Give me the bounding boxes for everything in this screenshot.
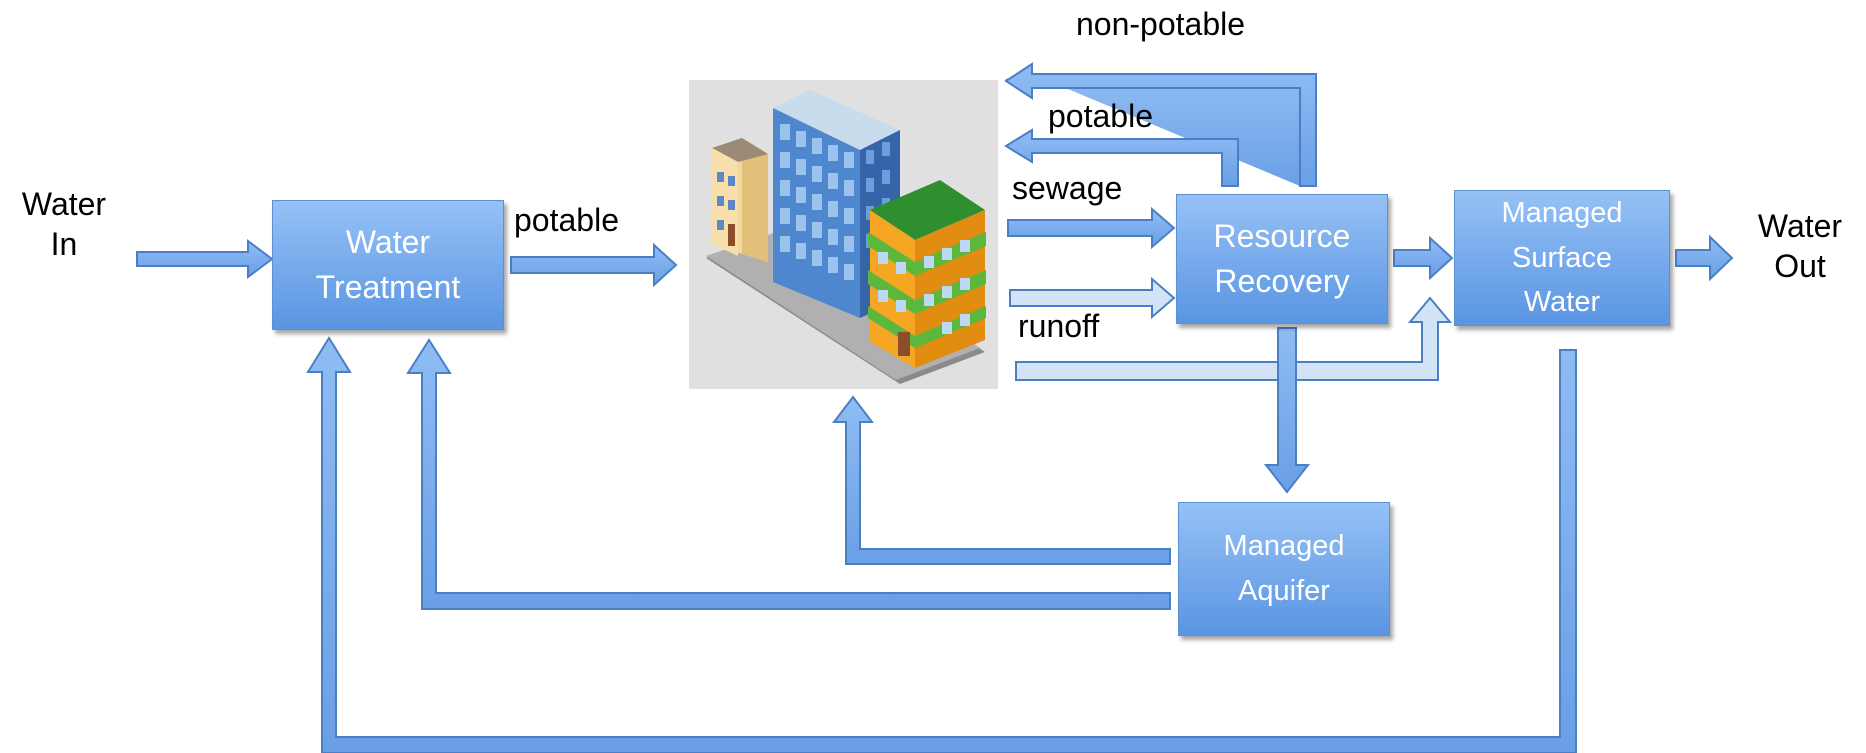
potable-return-label: potable [1048, 98, 1153, 134]
arrow-runoff-to-recovery [1009, 276, 1176, 320]
arrow-non-potable-shaft [1004, 62, 1317, 187]
sewage-label: sewage [1012, 170, 1123, 206]
arrow-potable-to-buildings [510, 242, 678, 288]
water-treatment-label: Water Treatment [315, 224, 461, 305]
arrow-surface-water-to-treatment [306, 336, 1577, 753]
arrow-recovery-to-surface-water [1393, 235, 1454, 281]
arrow-aquifer-to-treatment [406, 338, 1171, 610]
non-potable-label: non-potable [1076, 6, 1246, 42]
managed-surface-water-box: Managed Surface Water [1454, 190, 1670, 326]
arrow-aquifer-to-buildings [831, 395, 1171, 565]
resource-recovery-label: Resource Recovery [1213, 218, 1351, 299]
runoff-label: runoff [1018, 308, 1100, 344]
water-in-label: Water In [21, 186, 107, 262]
arrow-runoff-to-surface-water [1015, 296, 1453, 381]
arrow-water-out [1675, 234, 1734, 282]
managed-aquifer-box: Managed Aquifer [1178, 502, 1390, 636]
potable-in-label: potable [514, 202, 619, 238]
resource-recovery-box: Resource Recovery [1176, 194, 1388, 324]
arrow-water-in [136, 239, 274, 279]
water-out-label: Water Out [1757, 208, 1843, 284]
managed-surface-water-label: Managed Surface Water [1501, 196, 1623, 319]
arrow-potable-return [1004, 128, 1239, 187]
water-treatment-box: Water Treatment [272, 200, 504, 330]
city-buildings-icon [706, 90, 986, 384]
arrow-recovery-to-aquifer [1263, 327, 1311, 494]
managed-aquifer-label: Managed Aquifer [1223, 530, 1345, 607]
arrow-sewage [1007, 206, 1176, 250]
